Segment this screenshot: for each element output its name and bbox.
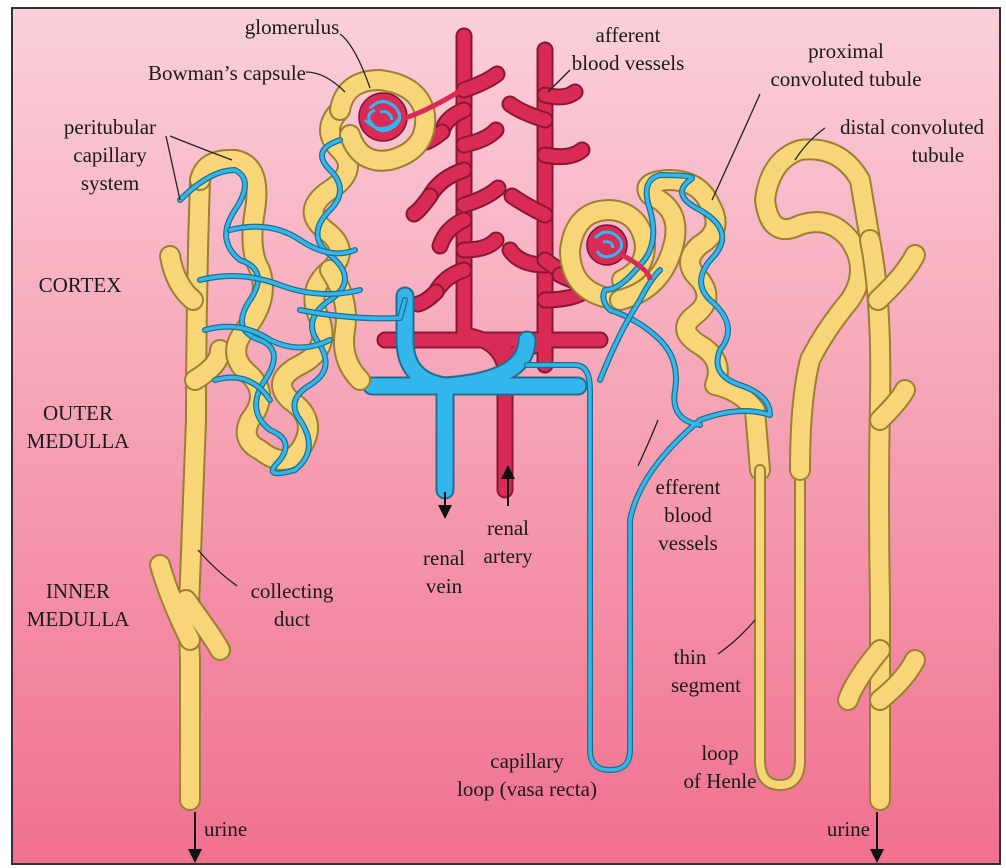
label-efferent-2: blood — [664, 503, 712, 527]
label-efferent-3: vessels — [658, 531, 718, 555]
tubule-segment — [870, 240, 880, 800]
label-cortex: CORTEX — [39, 273, 122, 297]
label-collecting-2: duct — [274, 607, 310, 631]
label-urine-left: urine — [204, 817, 247, 841]
label-proximal-2: convoluted tubule — [770, 67, 921, 91]
label-henle-1: loop — [701, 741, 738, 765]
label-peritubular-3: system — [81, 171, 139, 195]
label-renal-vein-1: renal — [423, 546, 465, 570]
label-inner-medulla-2: MEDULLA — [27, 607, 130, 631]
label-efferent-1: efferent — [656, 475, 721, 499]
label-inner-medulla-1: INNER — [46, 579, 110, 603]
label-bowmans-capsule: Bowman’s capsule — [148, 61, 306, 85]
label-outer-medulla-2: MEDULLA — [27, 429, 130, 453]
label-outer-medulla-1: OUTER — [43, 401, 113, 425]
label-proximal-1: proximal — [808, 39, 884, 63]
label-henle-2: of Henle — [684, 769, 757, 793]
label-renal-artery-2: artery — [484, 544, 533, 568]
label-peritubular-2: capillary — [73, 143, 147, 167]
label-renal-vein-2: vein — [426, 574, 463, 598]
label-afferent-2: blood vessels — [572, 51, 685, 75]
label-distal-1: distal convoluted — [840, 115, 985, 139]
label-collecting-1: collecting — [251, 579, 334, 603]
tubule-segment — [189, 180, 200, 800]
label-afferent-1: afferent — [596, 23, 661, 47]
label-renal-artery-1: renal — [487, 516, 529, 540]
label-capillary-loop-2: loop (vasa recta) — [457, 777, 597, 801]
label-glomerulus: glomerulus — [245, 15, 340, 39]
label-distal-2: tubule — [912, 143, 965, 167]
label-urine-right: urine — [827, 817, 870, 841]
label-peritubular-1: peritubular — [64, 115, 156, 139]
label-thin-1: thin — [674, 645, 707, 669]
label-thin-2: segment — [671, 673, 741, 697]
label-capillary-loop-1: capillary — [490, 749, 564, 773]
